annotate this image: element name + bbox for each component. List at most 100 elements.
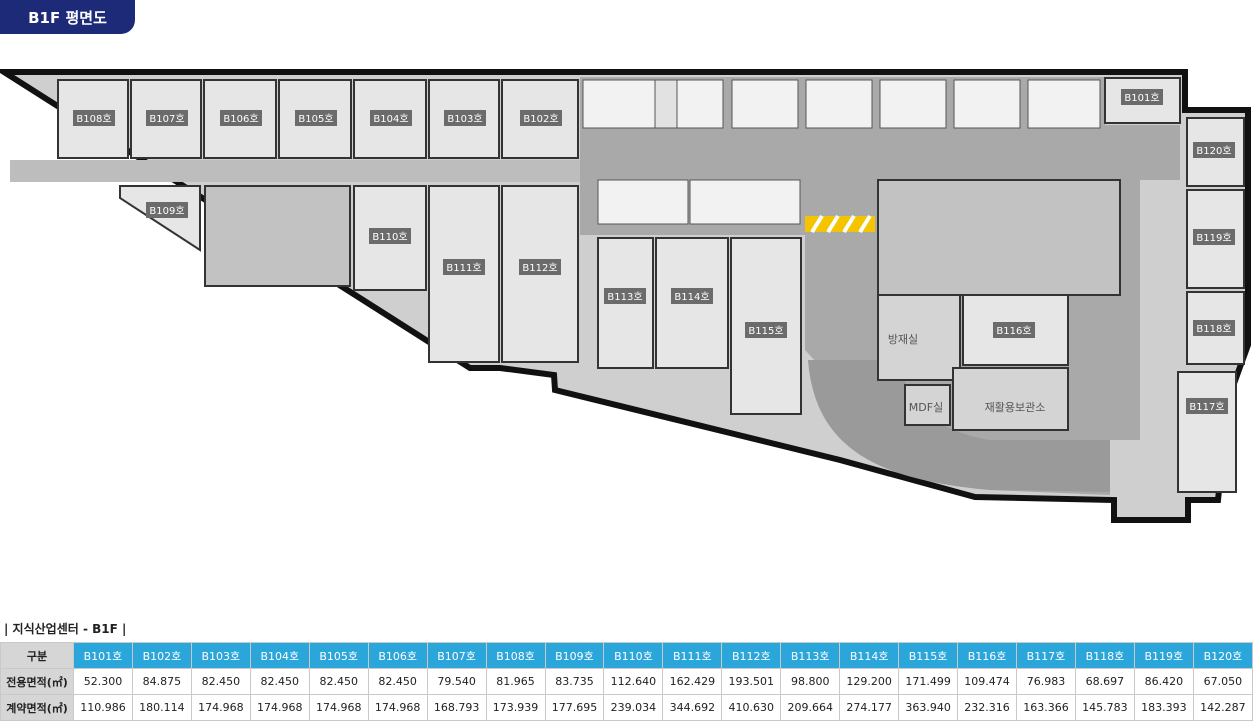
table-header-cell: B105호 (308, 642, 369, 669)
table-cell: 98.800 (780, 668, 841, 695)
unit-label-b111: B111호 (446, 262, 481, 274)
label-b102: B102호 (520, 110, 562, 126)
table-cell: 171.499 (898, 668, 959, 695)
label-b112: B112호 (519, 259, 561, 275)
room-mdf-label: MDF실 (909, 401, 943, 414)
caution-stripe (805, 216, 875, 232)
label-b118: B118호 (1193, 320, 1235, 336)
table-cell: 84.875 (131, 668, 192, 695)
unit-label-b104: B104호 (373, 113, 408, 125)
label-b117: B117호 (1186, 398, 1228, 414)
table-caption: | 지식산업센터 - B1F | (4, 622, 127, 636)
table-cell: 174.968 (308, 694, 369, 721)
table-cell: 76.983 (1016, 668, 1076, 695)
label-b103: B103호 (444, 110, 486, 126)
table-header-cell: B119호 (1133, 642, 1194, 669)
table-cell: 168.793 (426, 694, 487, 721)
unit-label-b106: B106호 (223, 113, 258, 125)
table-header-cell: B109호 (544, 642, 605, 669)
table-cell: 174.968 (190, 694, 251, 721)
north-corridor (10, 160, 580, 182)
table-header-cell: B113호 (780, 642, 841, 669)
table-cell: 363.940 (898, 694, 959, 721)
page-title-text: B1F 평면도 (28, 8, 107, 27)
unit-label-b110: B110호 (372, 231, 407, 243)
room-disaster-label: 방재실 (888, 333, 918, 346)
label-b109: B109호 (146, 202, 188, 218)
table-cell: 110.986 (73, 694, 133, 721)
table-cell: 173.939 (485, 694, 546, 721)
table-cell: 81.965 (485, 668, 546, 695)
label-b107: B107호 (146, 110, 188, 126)
table-cell: 239.034 (603, 694, 664, 721)
table-header-cell: B108호 (485, 642, 546, 669)
unit-label-b109: B109호 (149, 205, 184, 217)
table-cell: 79.540 (426, 668, 487, 695)
table-header-cell: B103호 (190, 642, 251, 669)
table-cell: 82.450 (249, 668, 310, 695)
table-cell: 109.474 (957, 668, 1017, 695)
table-header-cell: B104호 (249, 642, 310, 669)
table-cell: 162.429 (662, 668, 723, 695)
parking-stalls-top (582, 79, 1101, 129)
unit-label-b114: B114호 (674, 291, 709, 303)
core-block-west (204, 185, 351, 287)
table-cell: 274.177 (839, 694, 900, 721)
label-b101: B101호 (1121, 89, 1163, 105)
table-cell: 67.050 (1192, 668, 1254, 695)
south-units (353, 185, 802, 415)
label-b105: B105호 (295, 110, 337, 126)
label-b110: B110호 (369, 228, 411, 244)
label-b116: B116호 (993, 322, 1035, 338)
unit-label-b102: B102호 (523, 113, 558, 125)
label-b108: B108호 (73, 110, 115, 126)
table-header-cell: B107호 (426, 642, 487, 669)
table-header-cell: B118호 (1074, 642, 1135, 669)
label-b120: B120호 (1193, 142, 1235, 158)
label-b106: B106호 (220, 110, 262, 126)
table-cell: 410.630 (721, 694, 782, 721)
unit-label-b117: B117호 (1189, 401, 1224, 413)
table-header-cell: B101호 (73, 642, 133, 669)
table-cell: 232.316 (957, 694, 1017, 721)
table-row-label: 전용면적(㎡) (0, 668, 74, 695)
table-cell: 174.968 (249, 694, 310, 721)
unit-label-b103: B103호 (447, 113, 482, 125)
table-header-cell: B114호 (839, 642, 900, 669)
table-header-cell: B117호 (1016, 642, 1076, 669)
table-cell: 145.783 (1074, 694, 1135, 721)
table-cell: 177.695 (544, 694, 605, 721)
table-row-label: 계약면적(㎡) (0, 694, 74, 721)
room-recycle-shape (952, 367, 1069, 431)
room-mdf-shape (904, 384, 951, 426)
label-b113: B113호 (604, 288, 646, 304)
floor-plan: B108호 B107호 B106호 B105호 B104호 B103호 B102… (0, 69, 1251, 523)
core-block-east (877, 179, 1121, 296)
table-cell: 174.968 (367, 694, 428, 721)
page-title: B1F 평면도 (0, 0, 135, 34)
unit-label-b112: B112호 (522, 262, 557, 274)
unit-label-b119: B119호 (1196, 232, 1231, 244)
unit-label-b105: B105호 (298, 113, 333, 125)
unit-labels: B108호 B107호 B106호 B105호 B104호 B103호 B102… (73, 89, 1235, 414)
table-header-cell: B112호 (721, 642, 782, 669)
label-b104: B104호 (370, 110, 412, 126)
unit-label-b108: B108호 (76, 113, 111, 125)
unit-label-b101: B101호 (1124, 92, 1159, 104)
table-cell: 86.420 (1133, 668, 1194, 695)
table-cell: 129.200 (839, 668, 900, 695)
table-header-cell: B116호 (957, 642, 1017, 669)
parking-stalls-middle (597, 179, 801, 225)
table-header-cell: B120호 (1192, 642, 1254, 669)
unit-label-b107: B107호 (149, 113, 184, 125)
table-header-cell: B102호 (131, 642, 192, 669)
table-cell: 163.366 (1016, 694, 1076, 721)
table-cell: 193.501 (721, 668, 782, 695)
unit-label-b120: B120호 (1196, 145, 1231, 157)
table-cell: 52.300 (73, 668, 133, 695)
table-cell: 82.450 (190, 668, 251, 695)
